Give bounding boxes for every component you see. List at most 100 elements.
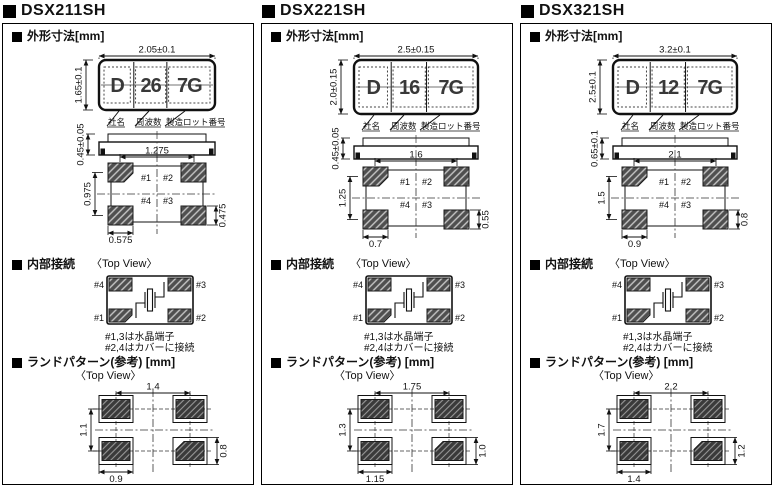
- section-bullet-icon: [271, 357, 281, 368]
- internal-connection-drawing: #4#3#1#2: [353, 275, 465, 325]
- svg-text:社名: 社名: [363, 121, 380, 131]
- svg-text:7G: 7G: [177, 75, 202, 97]
- svg-text:#1: #1: [612, 313, 622, 323]
- svg-text:1.4: 1.4: [146, 382, 159, 393]
- svg-text:#1: #1: [659, 177, 669, 187]
- svg-text:#2: #2: [455, 313, 465, 323]
- svg-text:周波数: 周波数: [136, 117, 162, 127]
- section-internal-row: 内部接続 〈Top View〉: [271, 258, 512, 272]
- product-title: DSX221SH: [262, 2, 513, 20]
- svg-text:2.1: 2.1: [668, 150, 681, 161]
- svg-text:2.0±0.15: 2.0±0.15: [329, 69, 340, 106]
- section-internal-row: 内部接続 〈Top View〉: [530, 258, 771, 272]
- section-internal-title: 内部接続: [12, 258, 75, 271]
- svg-text:7G: 7G: [697, 77, 722, 99]
- top-view-label: 〈Top View〉: [75, 370, 142, 382]
- product-title-text: DSX211SH: [21, 2, 106, 19]
- top-view-label: 〈Top View〉: [91, 258, 158, 270]
- svg-text:製造ロット番号: 製造ロット番号: [680, 121, 740, 131]
- svg-text:製造ロット番号: 製造ロット番号: [421, 121, 481, 131]
- title-bullet-icon: [3, 4, 16, 18]
- svg-text:#3: #3: [714, 280, 724, 290]
- svg-text:16: 16: [399, 77, 420, 99]
- svg-text:1.15: 1.15: [366, 474, 385, 484]
- svg-text:0.975: 0.975: [83, 182, 94, 206]
- svg-text:#2: #2: [196, 313, 206, 323]
- svg-text:0.65±0.1: 0.65±0.1: [590, 130, 601, 167]
- svg-text:#1: #1: [141, 173, 151, 183]
- top-view-label: 〈Top View〉: [609, 258, 676, 270]
- svg-text:#1: #1: [400, 177, 410, 187]
- svg-text:0.8: 0.8: [219, 444, 230, 457]
- svg-text:0.45±0.05: 0.45±0.05: [76, 123, 87, 165]
- svg-text:D: D: [626, 77, 640, 99]
- note-line: #2,4はカバーに接続: [364, 343, 454, 354]
- svg-text:2.5±0.1: 2.5±0.1: [588, 71, 599, 103]
- svg-text:1.2: 1.2: [737, 444, 748, 457]
- top-view-label: 〈Top View〉: [593, 370, 660, 382]
- svg-text:1.75: 1.75: [403, 382, 422, 393]
- svg-text:#4: #4: [353, 280, 363, 290]
- svg-text:#4: #4: [612, 280, 622, 290]
- svg-text:D: D: [110, 75, 124, 97]
- svg-text:1.3: 1.3: [338, 423, 349, 436]
- svg-text:1.25: 1.25: [338, 189, 349, 208]
- svg-text:0.9: 0.9: [628, 239, 641, 250]
- svg-text:#4: #4: [659, 200, 669, 210]
- section-internal-row: 内部接続 〈Top View〉: [12, 258, 253, 272]
- section-bullet-icon: [530, 31, 540, 42]
- svg-text:0.55: 0.55: [481, 210, 492, 229]
- svg-text:2.05±0.1: 2.05±0.1: [139, 45, 176, 56]
- internal-connection-drawing: #4 #3 #1 #2: [612, 275, 724, 325]
- section-internal-title: 内部接続: [530, 258, 593, 271]
- svg-text:1.7: 1.7: [597, 423, 608, 436]
- internal-notes: #1,3は水晶端子 #2,4はカバーに接続: [105, 332, 253, 354]
- svg-text:1.275: 1.275: [145, 146, 169, 157]
- svg-text:#2: #2: [422, 177, 432, 187]
- svg-text:#2: #2: [681, 177, 691, 187]
- svg-text:0.475: 0.475: [218, 204, 229, 228]
- svg-text:1.1: 1.1: [79, 423, 90, 436]
- svg-text:1.5: 1.5: [597, 191, 608, 204]
- svg-text:#3: #3: [196, 280, 206, 290]
- svg-text:#3: #3: [455, 280, 465, 290]
- section-bullet-icon: [12, 31, 22, 42]
- internal-connection-drawing: #4#3#1#2: [94, 275, 206, 325]
- svg-text:7G: 7G: [438, 77, 463, 99]
- svg-text:#2: #2: [714, 313, 724, 323]
- land-pattern-drawing: 1.75 1.3 1.15 1.0: [338, 382, 489, 484]
- section-bullet-icon: [12, 357, 22, 368]
- section-land-title: ランドパターン(参考) [mm]: [12, 356, 253, 369]
- svg-text:1.0: 1.0: [478, 444, 489, 457]
- svg-text:2.2: 2.2: [664, 382, 677, 393]
- svg-text:1.4: 1.4: [627, 474, 640, 484]
- land-pattern-drawing: 2.2 1.7 1.4 1.2: [597, 382, 748, 484]
- svg-text:1.6: 1.6: [409, 150, 422, 161]
- land-pattern-drawing: 1.41.10.90.8: [79, 382, 230, 484]
- svg-text:1.65±0.1: 1.65±0.1: [74, 67, 85, 104]
- section-bullet-icon: [271, 31, 281, 42]
- section-bullet-icon: [530, 259, 540, 270]
- product-title-text: DSX221SH: [280, 2, 366, 19]
- internal-notes: #1,3は水晶端子 #2,4はカバーに接続: [364, 332, 512, 354]
- svg-text:0.8: 0.8: [740, 213, 751, 226]
- svg-text:周波数: 周波数: [391, 121, 417, 131]
- svg-text:0.45±0.05: 0.45±0.05: [331, 127, 342, 169]
- section-outline-title: 外形寸法[mm]: [530, 30, 771, 43]
- note-line: #2,4はカバーに接続: [623, 343, 713, 354]
- section-internal-title: 内部接続: [271, 258, 334, 271]
- product-title: DSX211SH: [3, 2, 254, 20]
- section-outline-title: 外形寸法[mm]: [12, 30, 253, 43]
- section-bullet-icon: [530, 357, 540, 368]
- svg-text:#3: #3: [163, 196, 173, 206]
- svg-text:周波数: 周波数: [650, 121, 676, 131]
